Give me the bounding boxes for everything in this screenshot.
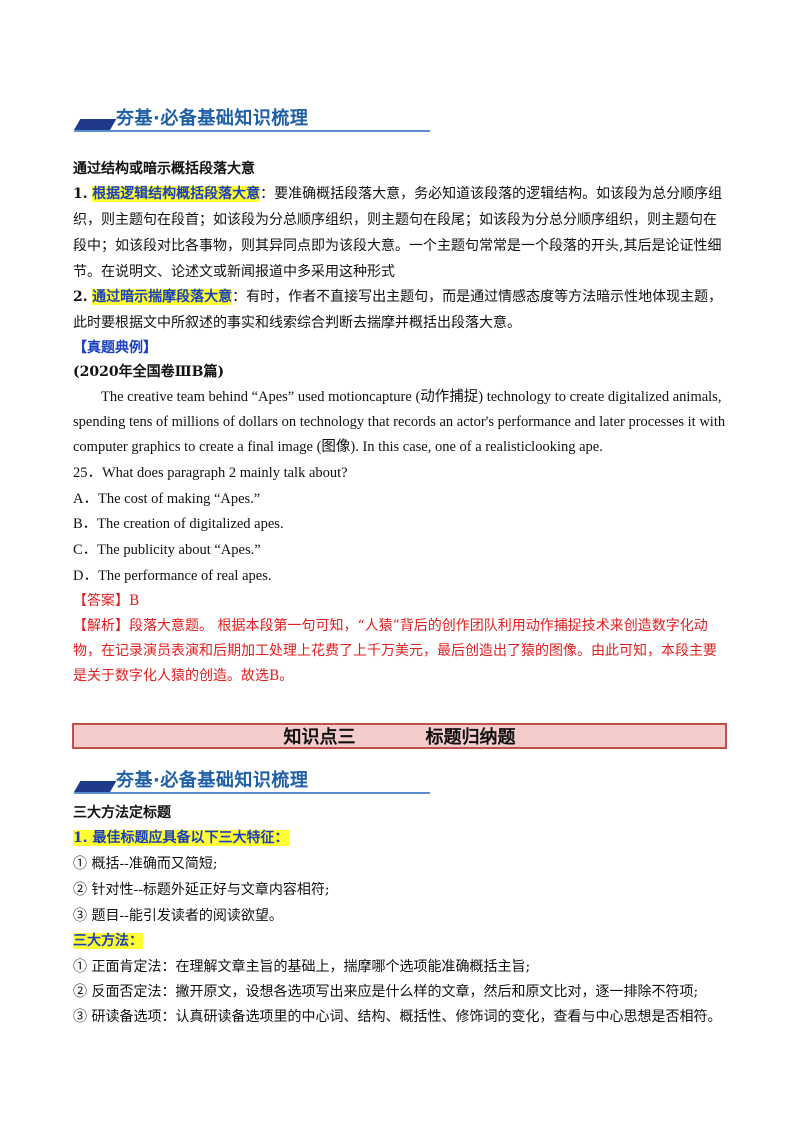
method-item: ② 反面否定法：撇开原文，设想各选项写出来应是什么样的文章，然后和原文比对，逐一… (73, 984, 699, 1000)
source-label: (2020年全国卷ⅢB篇) (73, 364, 225, 380)
option-d: D．The performance of real apes. (73, 568, 272, 584)
passage-line-2: spending tens of millions of dollars on … (73, 414, 726, 430)
section-banner: 夯基·必备基础知识梳理 (74, 764, 430, 800)
highlighted-lead: 通过暗示揣摩段落大意 (92, 289, 233, 305)
paragraph-text: ：要准确概括段落大意，务必知道该段落的逻辑结构。如该段为总分顺序组 (260, 186, 723, 202)
analysis-line-3: 是关于数字化人猿的创造。故选B。 (73, 668, 294, 684)
knowledge-point-title: 知识点三 标题归纳题 (72, 723, 727, 749)
methods-heading: 三大方法： (73, 933, 143, 949)
feature-heading: 1. 最佳标题应具备以下三大特征： (73, 830, 289, 846)
methods-heading-line: 三大方法： (73, 929, 143, 954)
banner-title: 夯基·必备基础知识梳理 (116, 770, 309, 791)
banner-accent-bar (74, 781, 117, 792)
paragraph-text: ：有时，作者不直接写出主题句，而是通过情感态度等方法暗示性地体现主题， (232, 289, 723, 305)
option-a: A．The cost of making “Apes.” (73, 491, 261, 507)
example-tag: 【真题典例】 (73, 340, 157, 356)
paragraph-2-line-2: 此时要根据文中所叙述的事实和线索综合判断去揣摩并概括出段落大意。 (73, 315, 521, 331)
paragraph-1-line-3: 段中；如该段对比各事物，则其异同点即为该段大意。一个主题句常常是一个段落的开头,… (73, 238, 722, 254)
section-banner: 夯基·必备基础知识梳理 (74, 102, 430, 138)
paragraph-1-line-1: 1. 根据逻辑结构概括段落大意：要准确概括段落大意，务必知道该段落的逻辑结构。如… (73, 182, 722, 207)
paragraph-2-line-1: 2. 通过暗示揣摩段落大意：有时，作者不直接写出主题句，而是通过情感态度等方法暗… (73, 285, 722, 310)
subsection-heading: 通过结构或暗示概括段落大意 (73, 161, 255, 177)
highlighted-lead: 根据逻辑结构概括段落大意 (92, 186, 261, 202)
passage-line-3: computer graphics to create a final imag… (73, 439, 603, 455)
option-c: C．The publicity about “Apes.” (73, 542, 261, 558)
banner-underline (74, 792, 430, 794)
banner-accent-bar (74, 119, 117, 130)
feature-item: ① 概括--准确而又简短; (73, 856, 218, 872)
knowledge-point-number: 知识点三 (283, 727, 356, 748)
knowledge-point-name: 标题归纳题 (425, 727, 516, 748)
answer: 【答案】B (73, 593, 140, 609)
feature-item: ② 针对性--标题外延正好与文章内容相符; (73, 882, 330, 898)
item-number: 2. (73, 289, 88, 305)
paragraph-1-line-2: 织，则主题句在段首；如该段为分总顺序组织，则主题句在段尾；如该段为分总分顺序组织… (73, 212, 717, 228)
question: 25．What does paragraph 2 mainly talk abo… (73, 465, 348, 481)
method-item: ① 正面肯定法：在理解文章主旨的基础上，揣摩哪个选项能准确概括主旨; (73, 959, 531, 975)
method-item: ③ 研读备选项：认真研读备选项里的中心词、结构、概括性、修饰词的变化，查看与中心… (73, 1009, 722, 1025)
subsection-heading: 三大方法定标题 (73, 805, 171, 821)
option-b: B．The creation of digitalized apes. (73, 516, 284, 532)
feature-item: ③ 题目--能引发读者的阅读欲望。 (73, 908, 283, 924)
item-number: 1. (73, 186, 88, 202)
banner-title: 夯基·必备基础知识梳理 (116, 108, 309, 129)
banner-underline (74, 130, 430, 132)
analysis-line-1: 【解析】段落大意题。 根据本段第一句可知，“人猿”背后的创作团队利用动作捕捉技术… (73, 618, 708, 634)
paragraph-1-line-4: 节。在说明文、论述文或新闻报道中多采用这种形式 (73, 264, 395, 280)
passage-line-1: The creative team behind “Apes” used mot… (101, 389, 722, 405)
analysis-line-2: 物，在记录演员表演和后期加工处理上花费了上千万美元，最后创造出了猿的图像。由此可… (73, 643, 717, 659)
feature-heading-line: 1. 最佳标题应具备以下三大特征： (73, 826, 289, 851)
